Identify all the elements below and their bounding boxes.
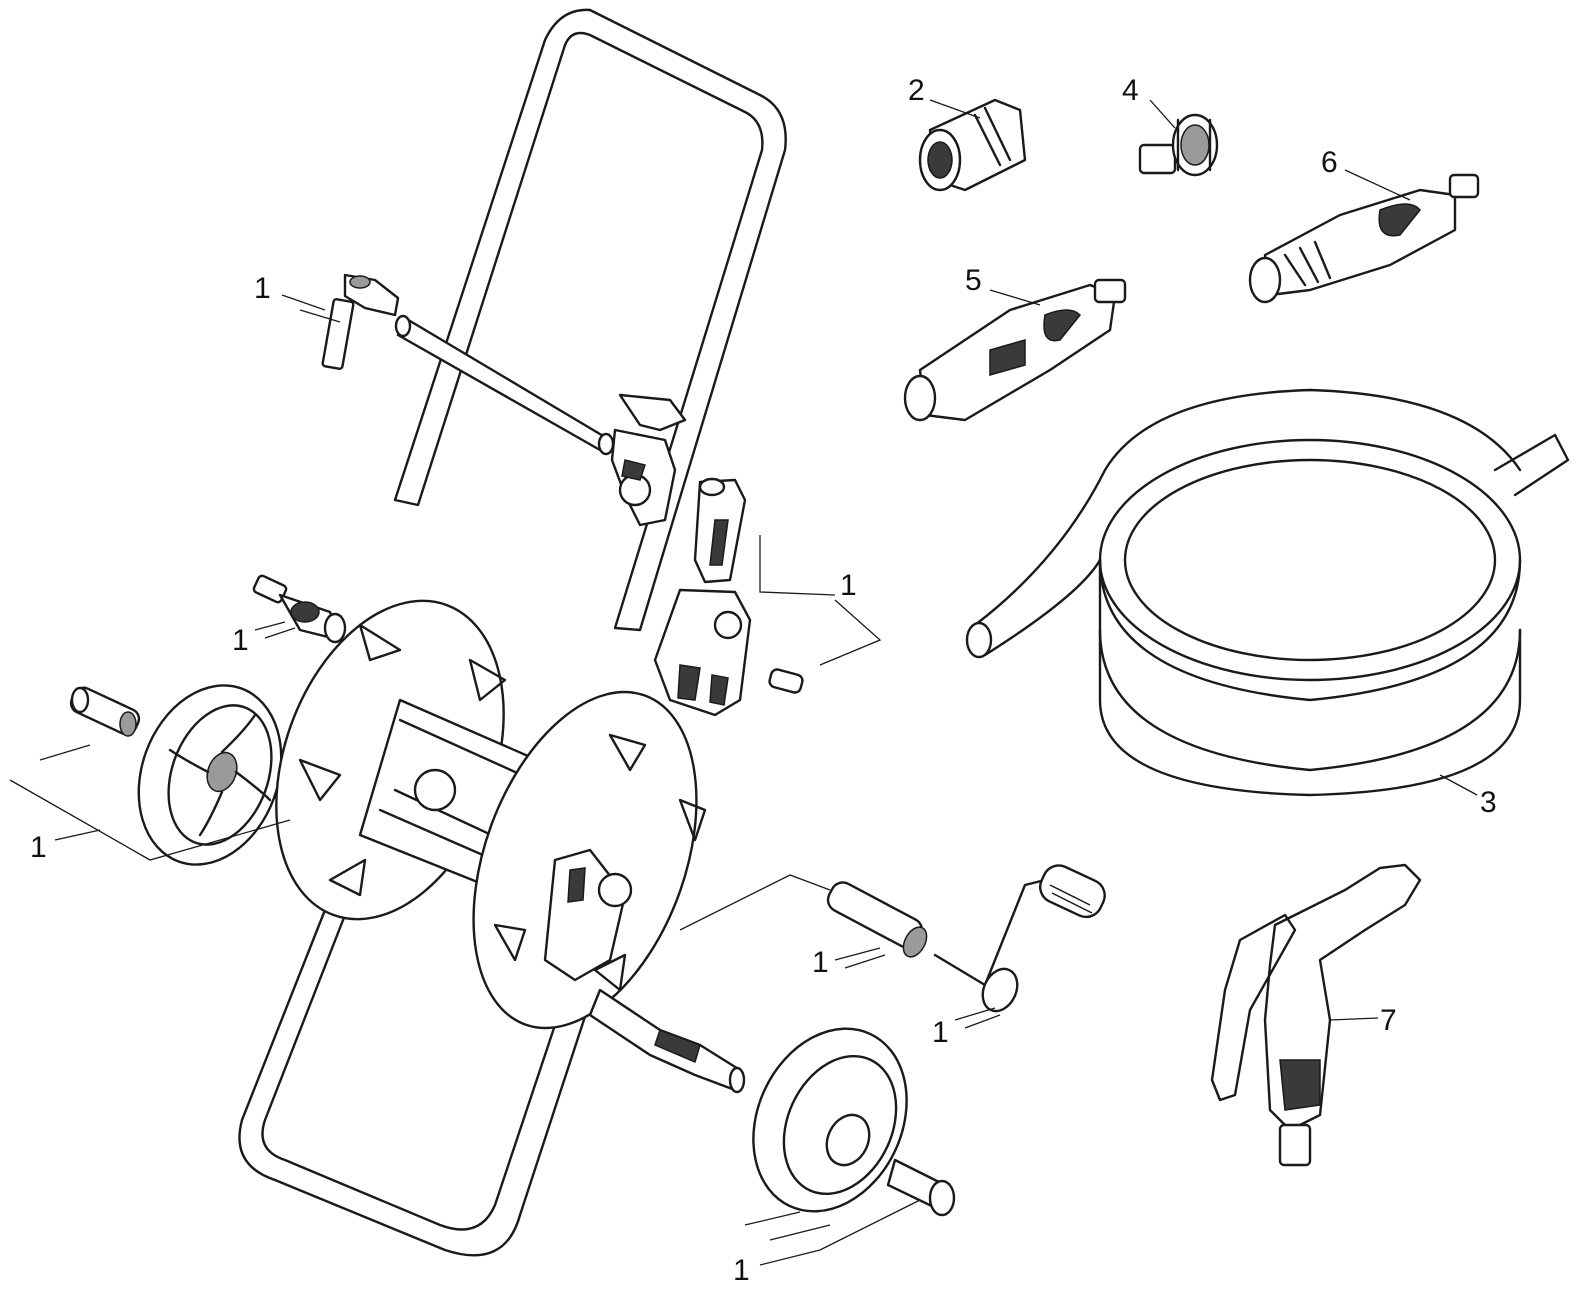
- reel-drum: [275, 599, 707, 1030]
- hose-connector: [918, 98, 1027, 192]
- wheel-left: [137, 684, 283, 866]
- callout-4: 4: [1122, 74, 1139, 107]
- callout-7: 7: [1380, 1004, 1397, 1037]
- side-bracket-group: [653, 477, 804, 717]
- callout-1-axle-top: 1: [254, 272, 271, 305]
- lower-axle-arm: [588, 988, 746, 1094]
- spray-nozzle-5: [903, 278, 1127, 422]
- crank-handle: [826, 864, 1106, 1013]
- leader-lines: [9, 99, 1478, 1266]
- top-axle-tube: [394, 314, 615, 456]
- hub-valve-connector: [252, 574, 347, 644]
- callout-6: 6: [1321, 146, 1338, 179]
- frame-latch-bracket: [610, 393, 687, 527]
- callout-labels: 1 1 1 1 1 1 1 2 3 4 5 6 7: [30, 74, 1497, 1287]
- left-hub-tube: [69, 686, 141, 737]
- callout-1-hub-left: 1: [232, 624, 249, 657]
- spray-nozzle-6: [1248, 173, 1480, 304]
- callout-3: 3: [1480, 786, 1497, 819]
- callout-1-wheel-bottom: 1: [733, 1254, 750, 1287]
- callout-5: 5: [965, 264, 982, 297]
- wheel-bottom: [752, 1027, 956, 1217]
- callout-1-bracket: 1: [840, 569, 857, 602]
- spray-gun: [1210, 863, 1422, 1167]
- reel-frame: [238, 8, 787, 1257]
- tap-adapter: [1138, 113, 1219, 177]
- callout-1-wheel-left: 1: [30, 831, 47, 864]
- axle-clip-top: [321, 273, 400, 370]
- callout-2: 2: [908, 74, 925, 107]
- callout-1-crank-shaft: 1: [812, 946, 829, 979]
- hose-coil: [965, 388, 1570, 797]
- callout-1-crank-nut: 1: [932, 1016, 949, 1049]
